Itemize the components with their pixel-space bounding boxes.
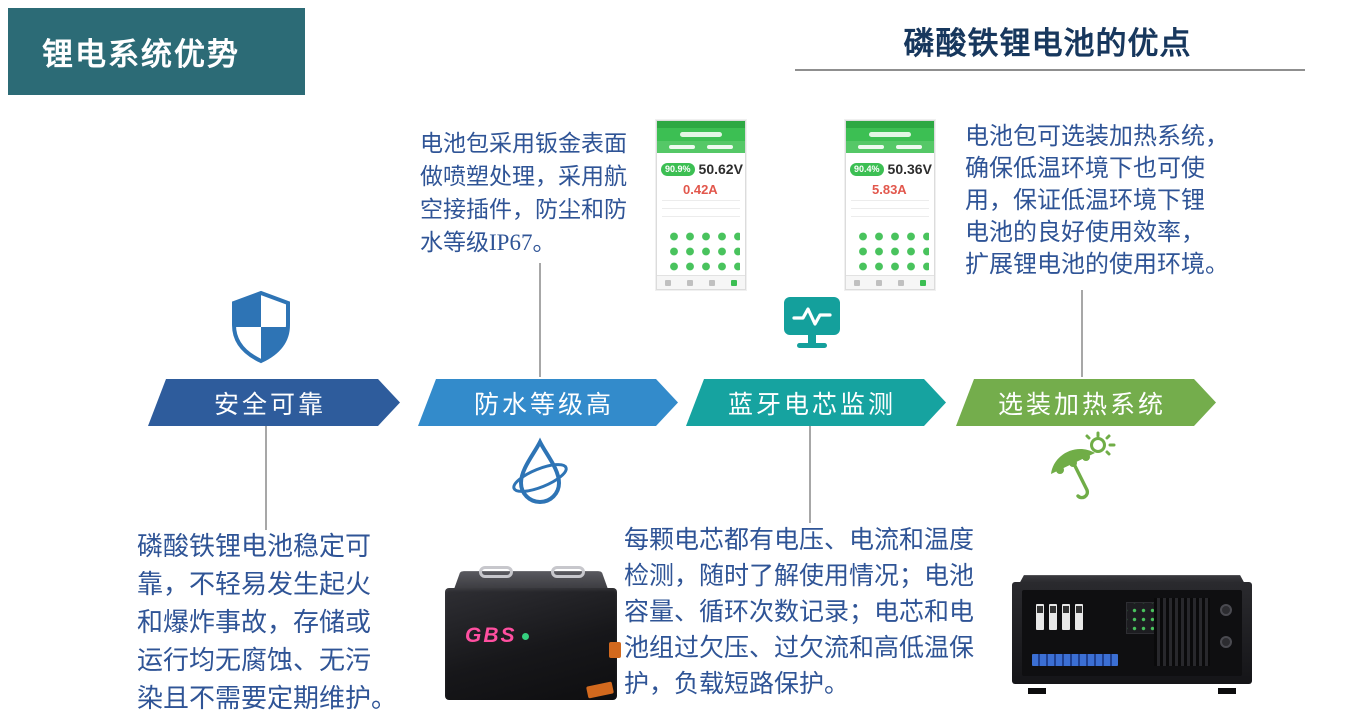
sun-umbrella-icon (1046, 430, 1116, 509)
banner-heating-label: 选装加热系统 (997, 390, 1166, 419)
vent-slots (1154, 598, 1210, 666)
banner-safety-label: 安全可靠 (213, 390, 326, 419)
banner-safety: 安全可靠 (148, 379, 400, 426)
terminal-strip (1032, 654, 1118, 666)
bms-app-screenshot-2: 90.4% 50.36V 5.83A (845, 120, 935, 290)
breaker-switches (1036, 604, 1083, 630)
battery-percent-badge: 90.4% (850, 162, 884, 176)
nav-icon (687, 279, 693, 286)
battery-gauge-row: 90.9% 50.62V (657, 156, 745, 182)
slide-title-badge: 锂电系统优势 (8, 8, 305, 95)
breaker (1062, 604, 1070, 630)
banner-monitoring: 蓝牙电芯监测 (686, 379, 946, 426)
slide-title-text: 锂电系统优势 (42, 37, 240, 72)
nav-icon-active (731, 279, 737, 286)
phone-navbar (657, 275, 745, 289)
battery-brand: GBS (465, 624, 529, 648)
phone-titlebar (657, 128, 745, 141)
rack-battery-photo (1012, 566, 1252, 694)
panel-knob (1220, 636, 1232, 648)
title-underline (795, 69, 1305, 71)
water-drop-icon (508, 436, 572, 519)
nav-icon (876, 279, 882, 286)
breaker (1049, 604, 1057, 630)
battery-pack-photo: GBS (445, 556, 621, 704)
banner-waterproof: 防水等级高 (418, 379, 678, 426)
nav-icon (854, 279, 860, 286)
tab-placeholder (896, 145, 922, 149)
tab-placeholder (707, 145, 733, 149)
phone-statusbar (657, 121, 745, 128)
page-title: 磷酸铁锂电池的优点 (903, 26, 1192, 61)
nav-icon (665, 279, 671, 286)
phone-titlebar (846, 128, 934, 141)
rack-foot (1218, 688, 1236, 694)
note-heating: 电池包可选装加热系统， 确保低温环境下也可使 用，保证低温环境下锂 电池的良好使… (965, 124, 1229, 278)
nav-icon (898, 279, 904, 286)
battery-terminal (586, 681, 614, 699)
rack-body (1012, 582, 1252, 684)
cell-status-grid (662, 226, 740, 272)
bms-app-screenshot-1: 90.9% 50.62V 0.42A (656, 120, 746, 290)
panel-knob (1220, 604, 1232, 616)
battery-handle (479, 566, 513, 578)
title-placeholder (869, 132, 911, 137)
battery-percent-badge: 90.9% (661, 162, 695, 176)
phone-statusbar (846, 121, 934, 128)
pack-voltage-value: 50.36V (887, 161, 932, 177)
banner-waterproof-label: 防水等级高 (473, 390, 614, 419)
connector-line-heating (1081, 290, 1083, 377)
cell-status-grid (851, 226, 929, 272)
phone-navbar (846, 275, 934, 289)
battery-handle (551, 566, 585, 578)
battery-gauge-row: 90.4% 50.36V (846, 156, 934, 182)
battery-terminal (609, 642, 621, 658)
breaker (1036, 604, 1044, 630)
phone-tabs (657, 141, 745, 153)
details-table (851, 200, 929, 224)
details-table (662, 200, 740, 224)
brand-dot (521, 632, 529, 640)
battery-brand-text: GBS (465, 624, 517, 647)
title-placeholder (680, 132, 722, 137)
phone-tabs (846, 141, 934, 153)
nav-icon (709, 279, 715, 286)
shield-check-icon (227, 290, 295, 369)
pack-voltage-value: 50.62V (698, 161, 743, 177)
rack-front-panel (1022, 590, 1242, 676)
tab-placeholder (858, 145, 884, 149)
note-waterproof: 电池包采用钣金表面 做喷塑处理，采用航 空接插件，防尘和防 水等级IP67。 (420, 131, 627, 255)
note-safety: 磷酸铁锂电池稳定可 靠，不轻易发生起火 和爆炸事故，存储或 运行均无腐蚀、无污 … (137, 532, 398, 713)
banner-heating: 选装加热系统 (956, 379, 1216, 426)
note-monitoring: 每颗电芯都有电压、电流和温度 检测，随时了解使用情况；电池 容量、循环次数记录；… (624, 527, 975, 698)
battery-front-face: GBS (445, 588, 621, 700)
nav-icon-active (920, 279, 926, 286)
banner-monitoring-label: 蓝牙电芯监测 (727, 390, 896, 419)
tab-placeholder (669, 145, 695, 149)
pack-current-value: 5.83A (872, 182, 907, 197)
connector-line-safety (265, 426, 267, 530)
monitor-pulse-icon (781, 294, 843, 359)
breaker (1075, 604, 1083, 630)
pack-current-value: 0.42A (683, 182, 718, 197)
rack-foot (1028, 688, 1046, 694)
connector-line-monitoring (809, 426, 811, 523)
connector-line-waterproof (539, 263, 541, 377)
